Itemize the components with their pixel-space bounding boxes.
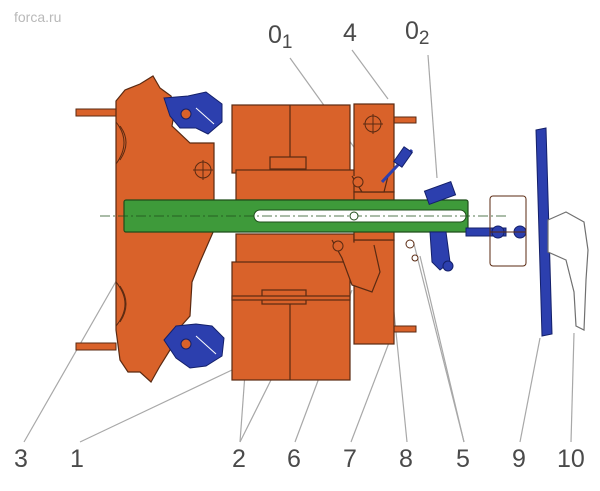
- label-2: 2: [232, 445, 246, 473]
- label-4: 4: [343, 19, 357, 47]
- tie-rod-right-top: [391, 116, 417, 124]
- label-1: 1: [70, 445, 84, 473]
- tie-rod-right-bottom: [391, 325, 417, 333]
- leader-9: [519, 337, 541, 443]
- label-10: 10: [557, 445, 585, 473]
- lever-6: [331, 239, 381, 293]
- main-shaft: [100, 199, 506, 233]
- tie-rod-top: [75, 108, 117, 117]
- disc-9: [535, 127, 553, 337]
- housing-top-lug: [269, 156, 307, 170]
- left-frame-hatch: [115, 121, 127, 327]
- leader-1: [79, 369, 233, 443]
- label-6: 6: [287, 445, 301, 473]
- housing-bottom-plate: [231, 295, 351, 301]
- label-8: 8: [399, 445, 413, 473]
- leader-o2: [427, 54, 438, 179]
- clutch-hub: [489, 195, 527, 267]
- label-7: 7: [343, 445, 357, 473]
- housing-upper-band: [235, 169, 357, 201]
- label-5: 5: [456, 445, 470, 473]
- watermark: forca.ru: [14, 9, 62, 25]
- central-housing: [231, 104, 357, 381]
- tie-rod-bottom: [75, 342, 117, 351]
- upper-bracket: [163, 91, 223, 135]
- label-3: 3: [14, 445, 28, 473]
- label-o1: 01: [268, 21, 293, 53]
- label-o2: 02: [405, 17, 430, 49]
- leader-4: [351, 49, 389, 100]
- bolts: [193, 114, 383, 180]
- leader-10: [570, 332, 575, 443]
- lower-bracket: [163, 323, 225, 369]
- shaft-pin: [349, 211, 359, 221]
- leader-5b: [419, 255, 465, 443]
- leader-8: [392, 301, 408, 443]
- leader-7: [350, 339, 391, 443]
- linkage-parts: [393, 146, 527, 272]
- label-9: 9: [512, 445, 526, 473]
- linkage-pins: [405, 239, 419, 262]
- housing-bottom-block: [231, 261, 351, 381]
- handle-10: [547, 211, 589, 331]
